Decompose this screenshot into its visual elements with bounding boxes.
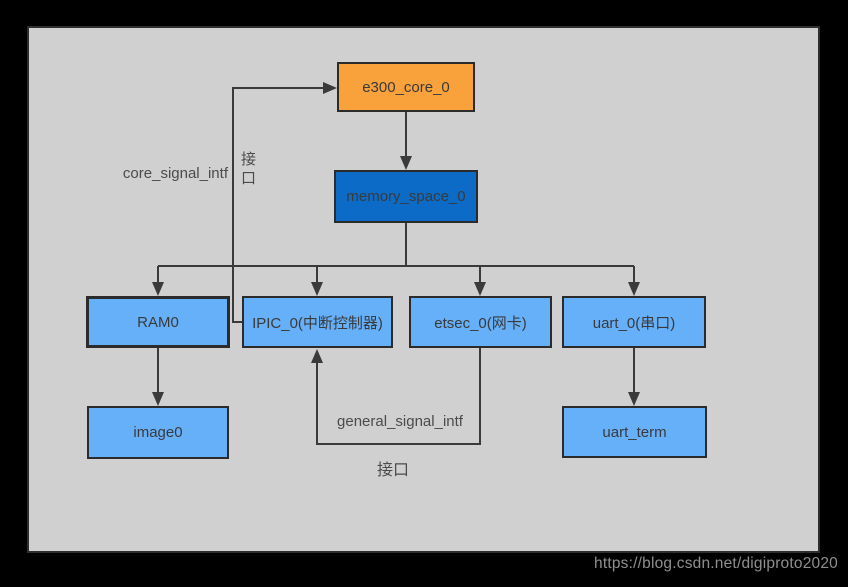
node-uart-0: uart_0(串口) bbox=[562, 296, 706, 348]
label-core-signal-intf: core_signal_intf bbox=[122, 165, 228, 182]
node-image0: image0 bbox=[87, 406, 229, 459]
node-uart-0-label: uart_0(串口) bbox=[592, 314, 676, 332]
label-interface-top: 接口 bbox=[241, 151, 257, 187]
node-ipic-0-label: IPIC_0(中断控制器) bbox=[252, 314, 383, 332]
node-e300-core-0: e300_core_0 bbox=[337, 62, 475, 112]
label-general-signal-intf: general_signal_intf bbox=[337, 413, 463, 430]
node-etsec-0: etsec_0(网卡) bbox=[409, 296, 552, 348]
node-memory-space-0-label: memory_space_0 bbox=[346, 188, 466, 205]
node-e300-core-0-label: e300_core_0 bbox=[362, 78, 450, 96]
watermark-url: https://blog.csdn.net/digiproto2020 bbox=[594, 555, 838, 572]
node-memory-space-0: memory_space_0 bbox=[334, 170, 478, 223]
label-interface-bottom: 接口 bbox=[377, 462, 410, 479]
node-uart-term: uart_term bbox=[562, 406, 707, 458]
node-ram0: RAM0 bbox=[86, 296, 230, 348]
node-ram0-label: RAM0 bbox=[137, 313, 179, 331]
node-ipic-0: IPIC_0(中断控制器) bbox=[242, 296, 393, 348]
node-uart-term-label: uart_term bbox=[602, 423, 667, 441]
node-etsec-0-label: etsec_0(网卡) bbox=[434, 314, 527, 332]
node-image0-label: image0 bbox=[133, 424, 183, 441]
